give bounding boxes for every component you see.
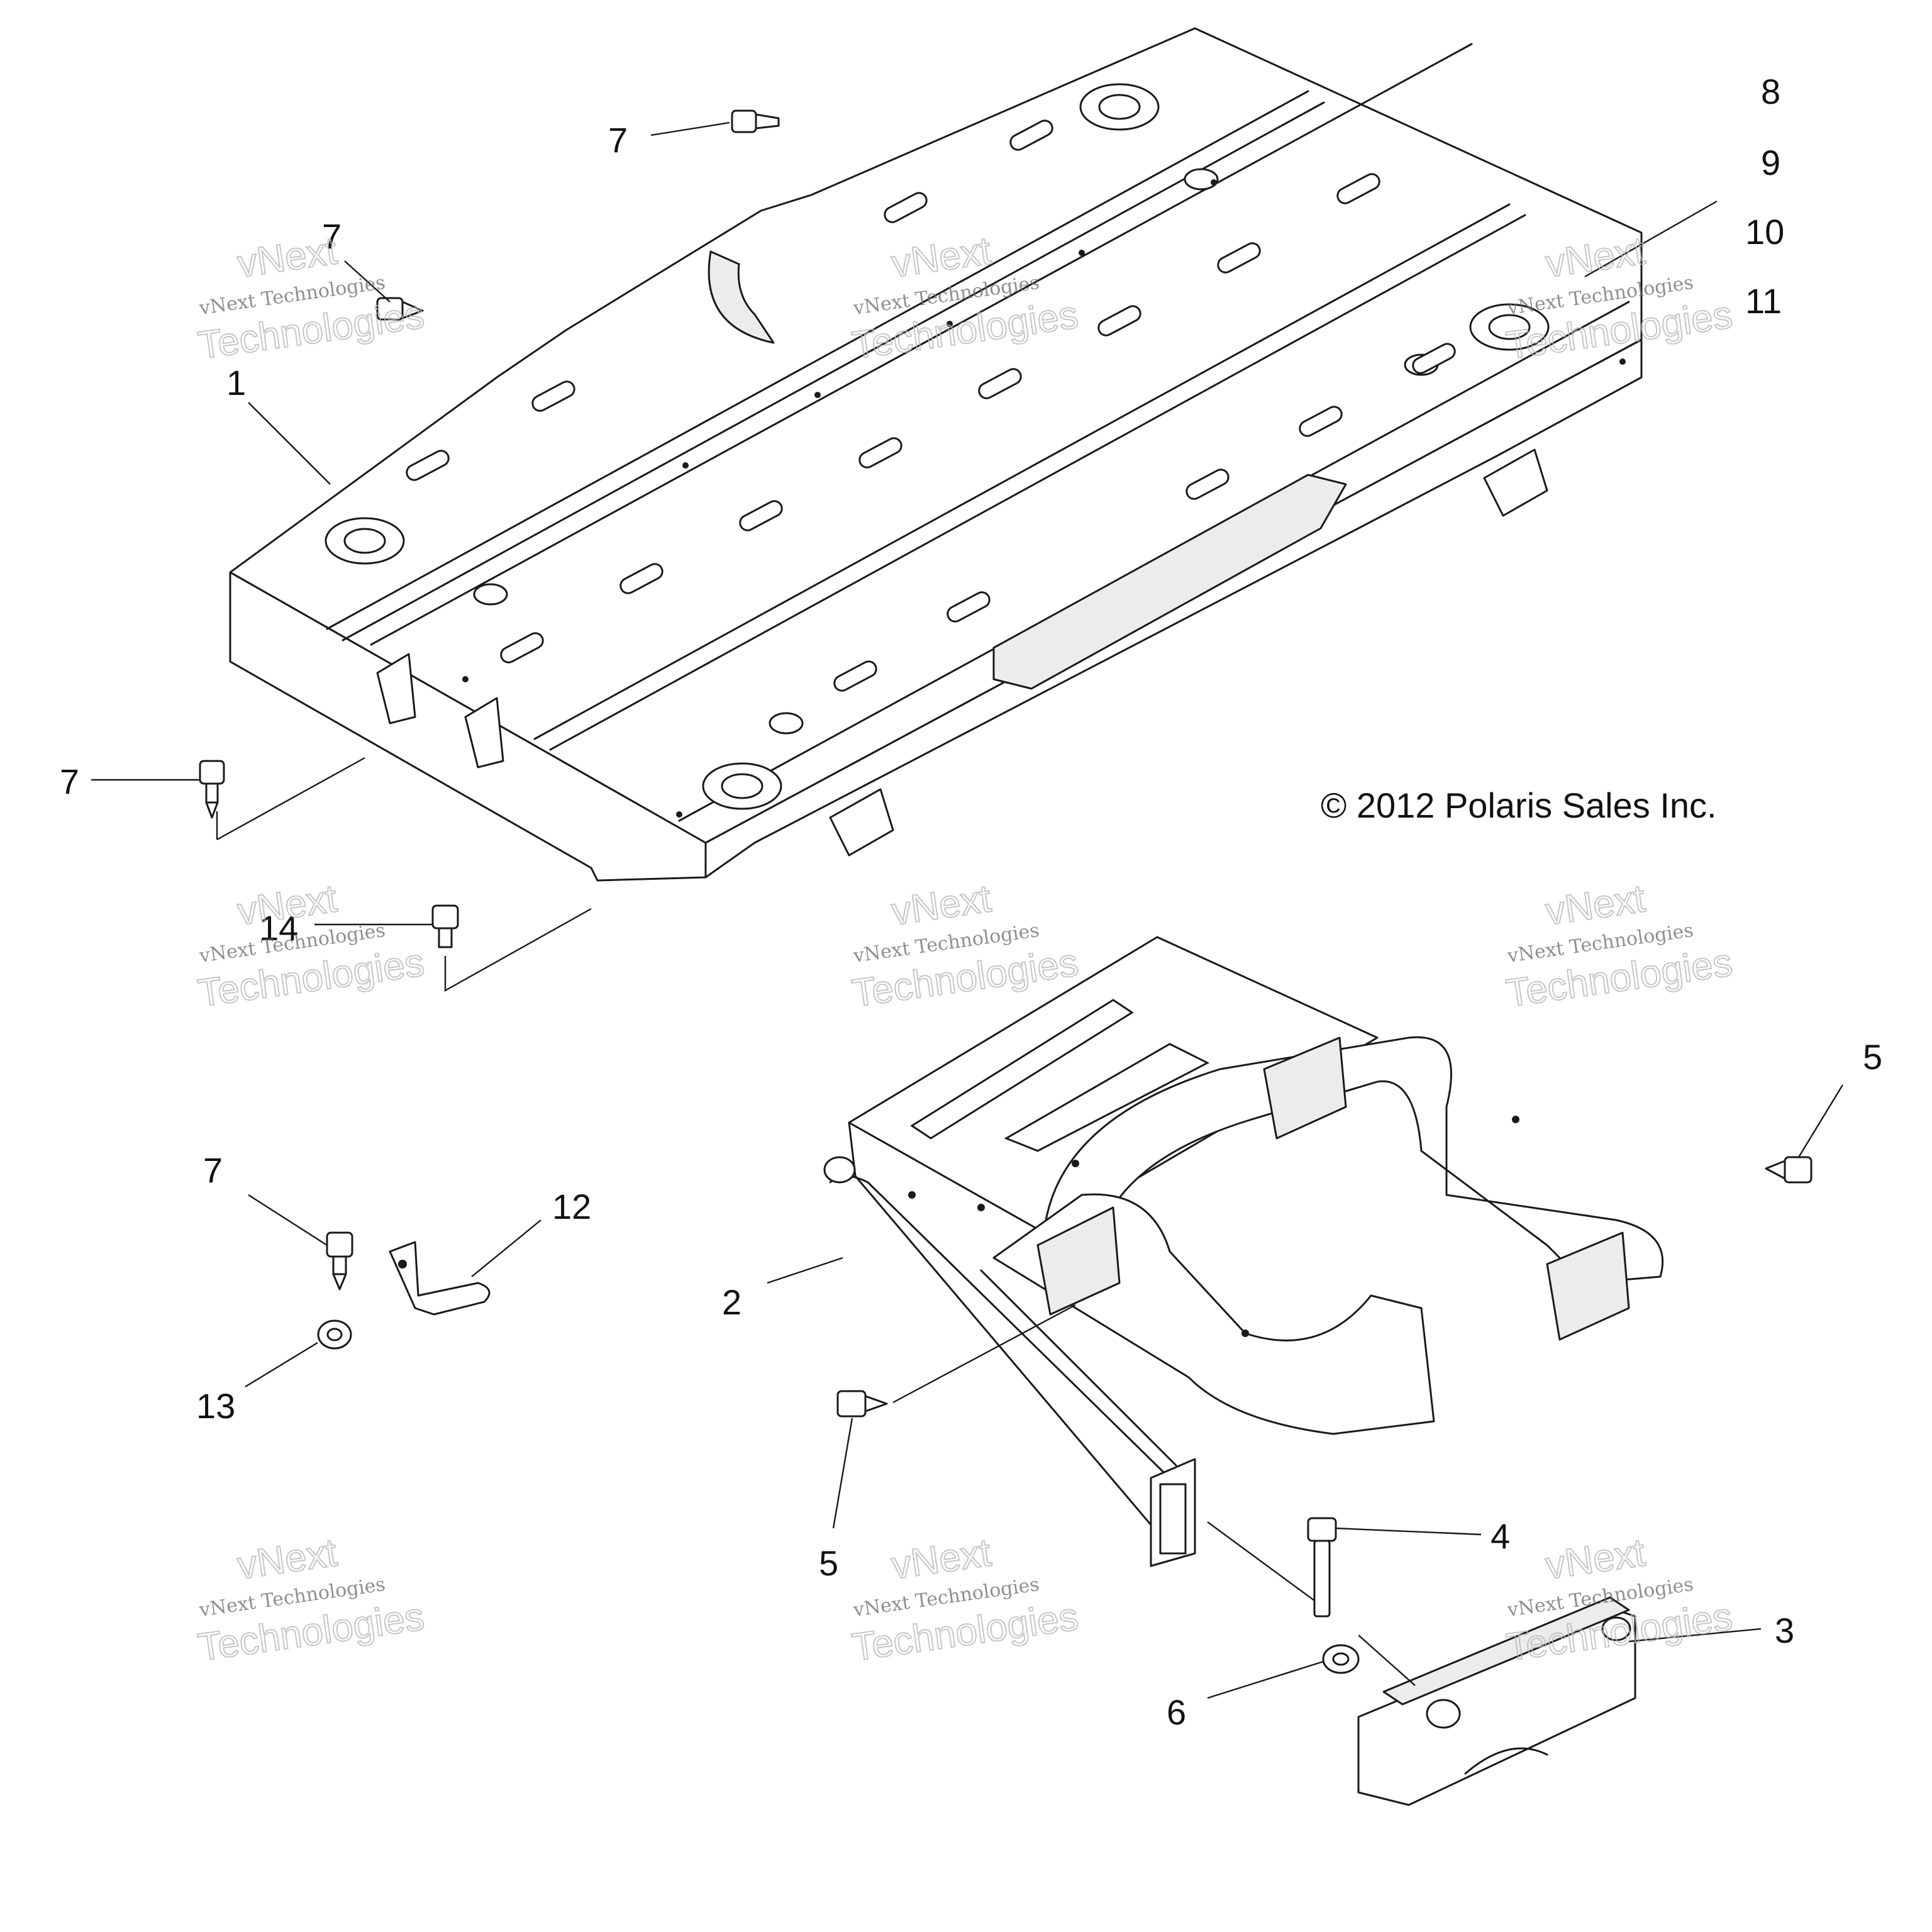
svg-text:vNext: vNext [235,229,340,286]
bracket-top-lip [1382,1596,1630,1706]
floor-rib [370,43,1473,646]
svg-text:vNext: vNext [889,877,994,933]
floor-hole [1184,168,1219,191]
floor-cutout [708,250,775,344]
frame-tube-opening [1159,1483,1187,1555]
floor-hole [473,583,508,606]
floor-rib [326,90,1309,630]
floor-slot [1185,469,1230,500]
floor-slot [884,192,928,223]
frame-rear-arm [1043,1036,1664,1284]
frame-mount-block [1263,1036,1347,1140]
watermark: vNext vNext Technologies Technologies [849,1530,1082,1670]
svg-text:vNext: vNext [235,1531,340,1587]
floor-rib [549,214,1526,751]
floor-rib [533,203,1511,740]
leader-lines [91,121,1844,1699]
frame-mount-block [1546,1231,1630,1341]
callout-2: 2 [722,1282,741,1322]
watermark: vNext vNext Technologies Technologies [195,876,428,1016]
tie-down-pocket [1079,83,1160,131]
floor-tab [464,697,504,769]
svg-text:vNext: vNext [1543,1531,1648,1587]
callout-10: 10 [1745,212,1784,252]
bolt-14 [431,904,459,948]
callout-7: 7 [322,216,341,256]
tie-down-pocket [1469,303,1550,351]
watermark: vNext vNext Technologies Technologies [195,228,428,368]
floor-slot [1412,343,1456,374]
callout-5: 5 [1863,1037,1882,1077]
watermark: vNext vNext Technologies Technologies [849,876,1082,1016]
floor-tab [829,788,894,857]
clip-12 [389,1241,491,1316]
frame-x-slot [910,999,1134,1140]
frame-mount-block [1036,1206,1121,1316]
callout-labels: 7 7 1 7 14 8 9 10 11 7 12 13 2 5 5 4 3 6 [60,72,1882,1732]
frame-cross-tube [980,1269,1177,1467]
callout-11: 11 [1745,281,1782,321]
floor-rib [341,101,1325,641]
frame-tube-end [823,1156,856,1184]
floor-slot [858,437,902,469]
floor-tab [1483,448,1548,517]
callout-9: 9 [1761,143,1780,182]
callout-4: 4 [1491,1516,1510,1556]
watermark: vNext vNext Technologies Technologies [1503,876,1736,1016]
bolt-5-right [1765,1156,1813,1184]
bolt-7-left [199,760,225,819]
floor-slot [739,500,783,531]
floor-slot [1097,305,1141,336]
floor-slot [833,660,877,692]
bracket-cutout [1464,1747,1548,1775]
floor-slot [1299,406,1343,437]
nut-13 [317,1319,352,1350]
floor-slot [947,591,991,623]
bolt-5-left [836,1390,888,1418]
callout-14: 14 [259,908,298,948]
floor-slot [619,563,663,594]
bracket-pivot [1426,1699,1461,1729]
watermark: vNext vNext Technologies Technologies [1503,1530,1736,1670]
floor-step-panel [992,474,1347,690]
floor-hole [769,712,804,735]
svg-text:vNext: vNext [1543,877,1648,933]
callout-7: 7 [608,120,628,160]
callout-13: 13 [196,1386,235,1426]
floor-slot [531,380,575,412]
callout-5: 5 [819,1543,838,1583]
nut-6 [1322,1644,1360,1674]
callout-1: 1 [226,363,246,402]
bolt-7-top [731,109,780,133]
tie-down-pocket [702,762,782,810]
tie-down-pocket [325,517,405,565]
bolt-4 [1307,1517,1337,1618]
floor-slot [978,368,1022,399]
frame-x-slot [1004,1043,1210,1152]
callout-6: 6 [1167,1692,1186,1732]
floor-tab [376,653,416,724]
floor-slot [406,450,450,481]
bolt-7-lower-left [326,1231,353,1291]
callout-7: 7 [60,762,79,801]
copyright-notice: © 2012 Polaris Sales Inc. [1321,786,1717,825]
cargo-floor-panel [229,27,1643,882]
floor-slot [1336,173,1380,204]
callout-7: 7 [203,1150,223,1190]
watermark: vNext vNext Technologies Technologies [195,1530,428,1670]
callout-3: 3 [1775,1611,1794,1650]
bracket-pivot [1601,1616,1631,1641]
bolt-7-upper-left [376,297,424,321]
cargo-box-support-frame [823,936,1664,1567]
callout-12: 12 [552,1187,591,1226]
floor-slot [1009,119,1053,151]
callout-8: 8 [1761,72,1780,111]
floor-slot [500,632,544,663]
rear-bracket [1357,1596,1636,1806]
frame-square-tube-end [1150,1458,1196,1567]
svg-text:vNext: vNext [889,1531,994,1587]
floor-slot [1217,242,1261,274]
